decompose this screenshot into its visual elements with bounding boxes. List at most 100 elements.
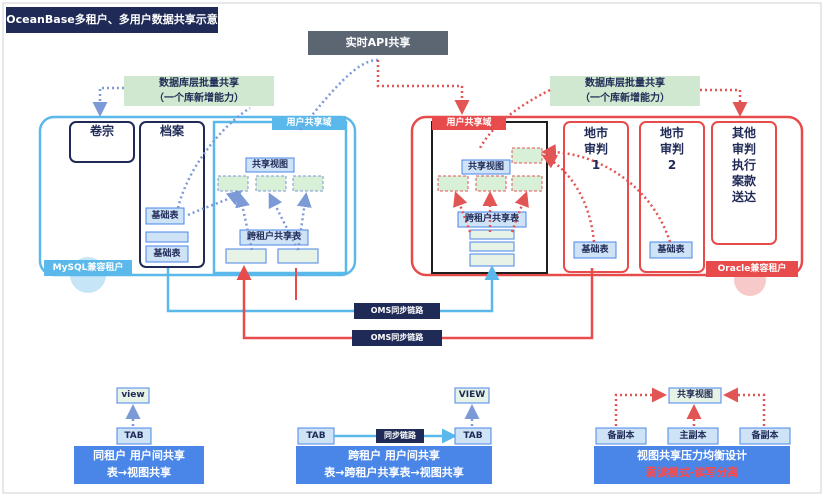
right-view-cell xyxy=(475,175,507,192)
db-juanzong-box xyxy=(69,121,135,163)
batch-to-other-arrow xyxy=(700,88,748,117)
left-base-table-stack xyxy=(145,231,189,243)
legend3-replica-right-label: 备副本 xyxy=(751,430,779,441)
left-batch-share-box xyxy=(124,76,274,106)
right-cross-cell xyxy=(469,253,515,267)
legend2-caption-line2: 表→跨租户共享表→视图共享 xyxy=(324,466,464,480)
right-base-table-1-box xyxy=(573,241,617,259)
db-dishi-1-box xyxy=(563,121,629,273)
right-view-cell xyxy=(511,147,543,164)
db-dangan-box xyxy=(139,121,205,268)
right-base-table-1-label: 基础表 xyxy=(581,244,609,255)
legend3-replica-left-label: 备副本 xyxy=(607,430,635,441)
legend1-tab-label: TAB xyxy=(124,430,144,441)
left-cross-table-label-box xyxy=(239,229,309,246)
mysql-tenant-badge xyxy=(44,260,132,276)
left-user-domain-tab xyxy=(272,116,346,130)
db1-line1: 地市 xyxy=(583,125,608,140)
right-cross-cell xyxy=(469,229,515,240)
db3-line1: 其他 xyxy=(731,125,756,140)
legend3-view-label: 共享视图 xyxy=(676,390,713,401)
legend2-caption-box xyxy=(296,446,492,484)
db3-line3: 执行 xyxy=(731,157,756,172)
legend3-caption-box xyxy=(594,446,790,484)
right-shared-view-label: 共享视图 xyxy=(467,161,504,172)
left-user-domain-label: 用户共享域 xyxy=(286,117,332,128)
oms-link-2-label: OMS同步链路 xyxy=(370,333,424,343)
oms-link-2-line-left xyxy=(236,265,352,340)
legend2-sync-label: 同步链路 xyxy=(384,431,416,441)
mysql-tenant-label: MySQL兼容租户 xyxy=(52,262,124,273)
db-other-box xyxy=(711,121,777,245)
legend3-replica-main-box xyxy=(667,427,719,445)
left-view-cell xyxy=(292,175,324,192)
db2-line2: 审判 xyxy=(659,141,684,156)
base1-to-view-arrow xyxy=(541,154,596,243)
header-banner xyxy=(6,7,218,33)
legend2-sync-box xyxy=(376,429,424,443)
legend2-caption-line1: 跨租户 用户间共享 xyxy=(348,449,440,463)
legend3-replica-right-box xyxy=(739,427,791,445)
left-view-cell xyxy=(255,175,287,192)
right-batch-line2: （一个库新增能力） xyxy=(580,92,670,104)
legend3-caption-line1: 视图共享压力均衡设计 xyxy=(637,449,747,463)
oms-link-1-label: OMS同步链路 xyxy=(370,306,424,316)
legend3-view-box xyxy=(668,387,722,404)
db3-line2: 审判 xyxy=(731,141,756,156)
legend2-tab-left-label: TAB xyxy=(306,430,326,441)
right-cross-cell xyxy=(469,241,515,252)
left-base-to-batch-arrow xyxy=(176,106,251,209)
oms-link-2-box xyxy=(352,330,442,346)
mysql-dolphin-icon xyxy=(70,257,106,293)
legend1-caption-box xyxy=(74,446,204,484)
left-batch-line2: （一个库新增能力） xyxy=(154,92,244,104)
legend3-arrow-left xyxy=(614,387,667,426)
left-view-cell xyxy=(217,175,249,192)
legend1-caption-line1: 同租户 用户间共享 xyxy=(93,449,185,463)
right-shared-view-label-box xyxy=(461,159,511,175)
right-batch-to-domain-arrow xyxy=(478,88,551,149)
db-dangan-label: 档案 xyxy=(159,124,184,139)
right-batch-line1: 数据库层批量共享 xyxy=(585,77,665,89)
oms-link-2-line-right xyxy=(442,268,594,340)
left-base-table-1-box xyxy=(145,207,185,225)
api-to-right-domain-arrow xyxy=(376,60,470,115)
right-user-domain-label: 用户共享域 xyxy=(446,117,492,128)
api-label: 实时API共享 xyxy=(345,35,411,49)
right-base-table-2-box xyxy=(649,241,693,259)
db2-line3: 2 xyxy=(667,157,677,172)
rcross-to-view-3 xyxy=(510,191,529,233)
left-shared-view-label: 共享视图 xyxy=(251,159,288,170)
right-base-table-2-label: 基础表 xyxy=(657,244,685,255)
left-cross-cell xyxy=(277,248,319,264)
api-box xyxy=(308,31,448,55)
legend1-view-label: view xyxy=(121,390,145,401)
legend2-tab-right-label: TAB xyxy=(463,430,483,441)
legend2-tab-right-box xyxy=(454,427,492,445)
legend2-view-box xyxy=(454,387,490,404)
cross-to-view-arrow-2 xyxy=(268,192,300,251)
legend1-caption-line2: 表→视图共享 xyxy=(106,466,172,480)
batch-to-juanzong-arrow xyxy=(92,86,124,117)
oms-link-1-line-left xyxy=(166,268,354,313)
db-juanzong-label: 卷宗 xyxy=(89,124,114,139)
oms-link-1-box xyxy=(354,303,440,319)
header-title: OceanBase多租户、多用户数据共享示意 xyxy=(6,12,218,26)
oracle-tenant-badge xyxy=(706,261,798,277)
cross-to-view-arrow-3 xyxy=(296,192,312,251)
left-base-to-view-arrow xyxy=(187,190,243,217)
oracle-tenant-label: Oracle兼容租户 xyxy=(717,263,787,274)
right-user-domain-tab xyxy=(432,116,506,130)
mysql-tenant-frame xyxy=(38,115,357,277)
left-batch-line1: 数据库层批量共享 xyxy=(159,77,239,89)
left-cross-table-label: 跨租户共享表 xyxy=(246,232,301,243)
oracle-tenant-frame xyxy=(410,115,804,277)
right-cross-table-label: 跨租户共享表 xyxy=(464,214,519,225)
legend3-replica-main-label: 主副本 xyxy=(679,430,707,441)
legend3-replica-left-box xyxy=(595,427,647,445)
left-base-table-1-label: 基础表 xyxy=(151,210,179,221)
db1-line2: 审判 xyxy=(583,141,608,156)
left-base-table-2-label: 基础表 xyxy=(153,248,181,259)
